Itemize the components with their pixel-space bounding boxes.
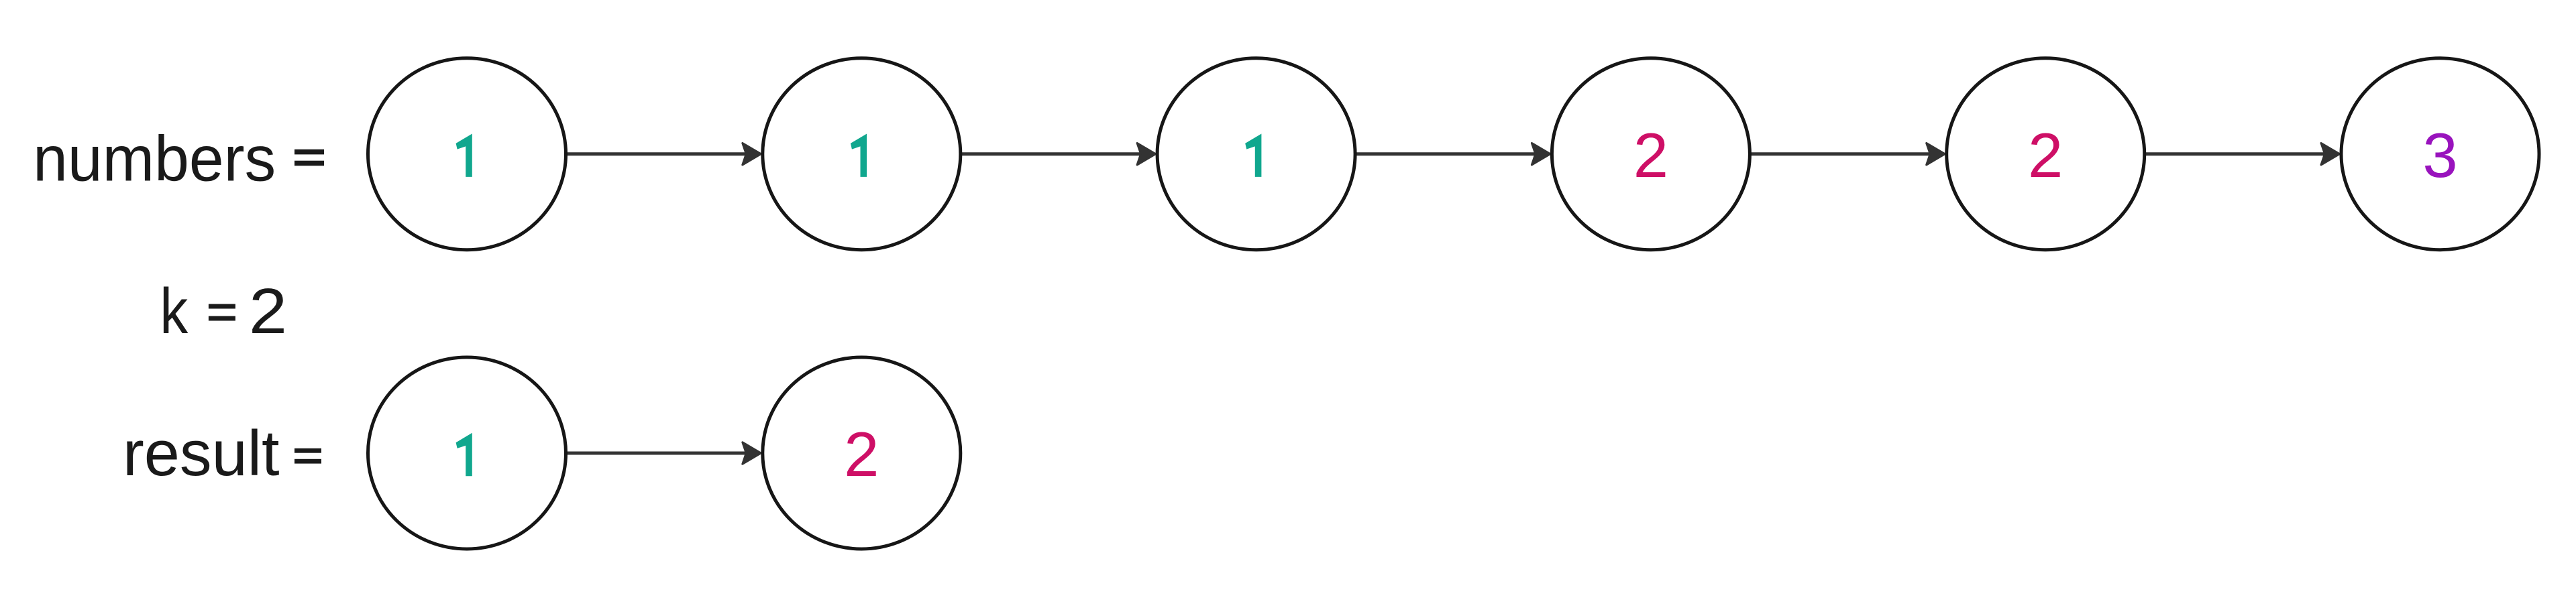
svg-text:numbers: numbers [33,123,276,194]
svg-text:2: 2 [844,419,879,489]
svg-text:2: 2 [2028,120,2063,190]
svg-text:result: result [123,418,280,489]
svg-text:k: k [160,275,189,347]
svg-text:2: 2 [249,275,287,347]
svg-text:3: 3 [2422,120,2457,190]
svg-text:2: 2 [1633,120,1668,190]
